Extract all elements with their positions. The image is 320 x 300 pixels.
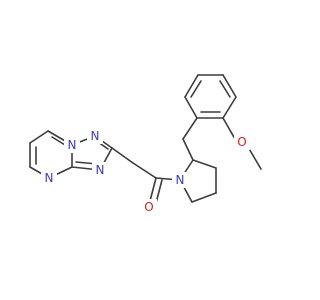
oxygen-label-methoxy: O — [237, 135, 246, 149]
bond — [29, 130, 49, 144]
bond — [184, 96, 198, 119]
molecule-structure-diagram: N N N N N O O — [29, 74, 262, 215]
nitrogen-label-bridge: N — [68, 138, 77, 152]
bond — [132, 162, 157, 179]
bond — [222, 74, 237, 98]
bond — [191, 192, 217, 203]
bond — [182, 117, 198, 140]
bond — [222, 117, 236, 140]
acetyl-linker — [111, 147, 181, 204]
oxygen-label-carbonyl: O — [144, 200, 153, 214]
nitrogen-label-triazole-bottom: N — [96, 163, 105, 177]
nitrogen-label-triazole-top: N — [91, 129, 100, 143]
bond — [247, 146, 262, 170]
methoxybenzyl-group — [182, 74, 262, 170]
bond — [219, 80, 231, 98]
bond — [182, 138, 194, 161]
bond — [111, 147, 134, 164]
carbonyl-bond — [149, 177, 157, 202]
nitrogen-label-pyrrolidine: N — [176, 173, 185, 187]
bond — [190, 80, 202, 98]
bond — [184, 74, 199, 98]
nitrogen-label-pyrimidine: N — [45, 171, 54, 185]
bond — [192, 159, 217, 169]
atom-labels: N N N N N O O — [41, 128, 250, 215]
bond — [222, 96, 237, 119]
